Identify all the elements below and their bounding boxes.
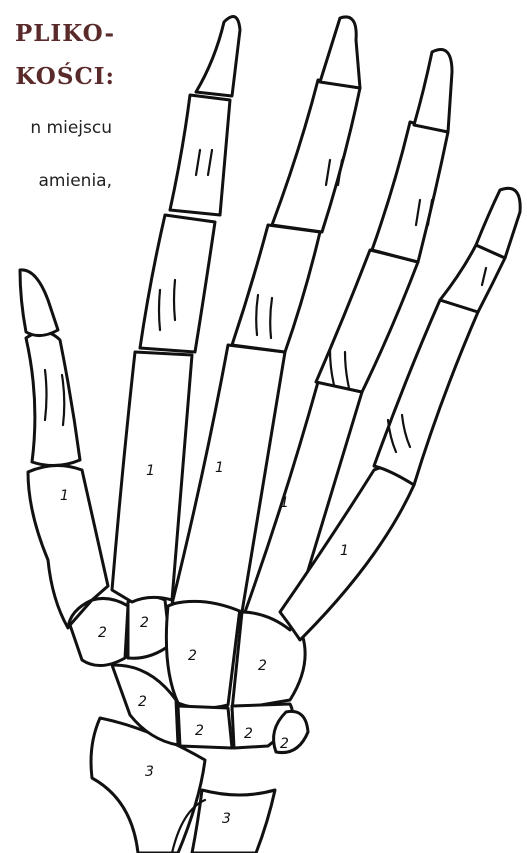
label-scaphoid: 2: [138, 694, 147, 710]
capitate-bone: [166, 598, 240, 708]
label-trapezium: 2: [98, 625, 107, 641]
label-thumb-metacarpal: 1: [60, 488, 69, 504]
ring-middle-phalanx-bone: [372, 122, 448, 262]
thumb-proximal-phalanx-bone: [26, 332, 80, 466]
label-trapezoid: 2: [140, 615, 149, 631]
thumb-distal-phalanx-bone: [20, 270, 58, 336]
index-distal-phalanx-bone: [196, 17, 240, 96]
label-ring-metacarpal: 1: [280, 495, 289, 511]
label-triquetrum: 2: [244, 726, 253, 742]
label-ulna: 3: [145, 764, 154, 780]
label-pinky-metacarpal: 1: [340, 543, 349, 559]
label-index-metacarpal: 1: [146, 463, 155, 479]
label-lunate: 2: [195, 723, 204, 739]
label-middle-metacarpal: 1: [215, 460, 224, 476]
middle-proximal-phalanx-bone: [232, 225, 320, 352]
label-pisiform: 2: [280, 736, 289, 752]
ring-distal-phalanx-bone: [414, 50, 452, 133]
label-hamate: 2: [258, 658, 267, 674]
label-capitate: 2: [188, 648, 197, 664]
pinky-distal-phalanx-bone: [476, 188, 520, 258]
middle-distal-phalanx-bone: [320, 17, 360, 88]
trapezoid-bone: [128, 596, 170, 658]
middle-middle-phalanx-bone: [272, 80, 360, 232]
lunate-bone: [178, 706, 232, 748]
label-radius: 3: [222, 811, 231, 827]
index-proximal-phalanx-bone: [140, 215, 215, 352]
